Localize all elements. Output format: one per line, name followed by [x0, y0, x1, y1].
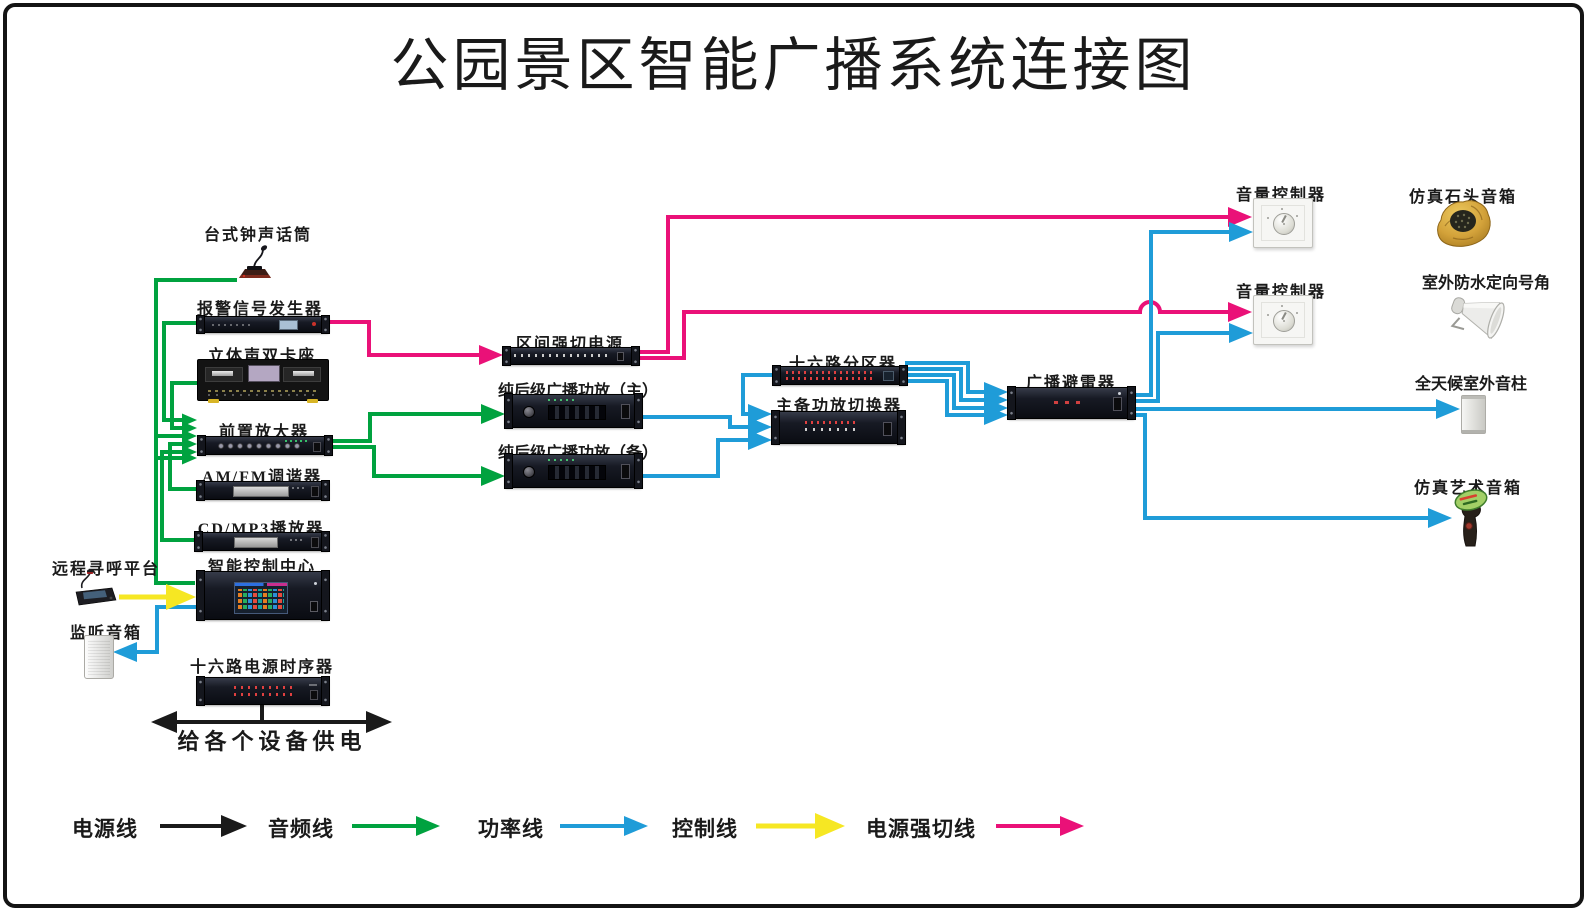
label-power-note: 给各个设备供电: [177, 729, 367, 754]
line-audio-preamp-to-ampmain: [330, 404, 505, 443]
volume-controller-2-device: [1253, 295, 1313, 345]
monitor-speaker-image: [84, 635, 114, 679]
power-sequencer-device: [196, 676, 330, 706]
label-alarm-generator: 报警信号发生器: [196, 301, 324, 318]
label-desk-mic: 台式钟声话筒: [203, 227, 313, 244]
legend-label-forcedcut: 电源强切线: [866, 817, 976, 841]
label-rock-speaker: 仿真石头音箱: [1408, 189, 1518, 206]
legend-label-control: 控制线: [672, 817, 738, 841]
line-speaker-splitter-to-switcher: [741, 373, 773, 424]
horn-speaker-image: [1448, 288, 1508, 340]
amp-switcher-device: [771, 410, 906, 445]
line-forcedcut-alarm-to-zonepower: [327, 320, 503, 365]
cd-player-device: [194, 531, 330, 552]
line-speaker-splitter-to-arrester-2: [905, 367, 1008, 410]
line-speaker-splitter-to-arrester-3: [905, 373, 1008, 418]
legend-label-power: 电源线: [72, 817, 138, 841]
label-power-sequencer: 十六路电源时序器: [189, 659, 335, 676]
legend-label-audio: 音频线: [268, 817, 334, 841]
cassette-deck-device: [197, 359, 329, 403]
column-speaker-image: [1461, 395, 1486, 434]
zone-splitter-device: [772, 365, 908, 386]
line-audio-bus-mic-controlcenter: [154, 278, 237, 585]
label-amp-switcher: 主备功放切换器: [775, 398, 903, 415]
label-horn-speaker: 室外防水定向号角: [1421, 275, 1551, 292]
alarm-generator-device: [196, 315, 330, 334]
line-speaker-splitter-to-arrester-4: [905, 379, 1008, 425]
line-audio-alarm-to-preamp: [162, 321, 197, 427]
line-audio-preamp-to-ampbackup: [330, 445, 505, 486]
desk-mic-image: [232, 242, 278, 286]
line-speaker-arrester-to-art: [1133, 413, 1452, 528]
lightning-arrester-device: [1007, 386, 1136, 420]
paging-console-image: [70, 568, 120, 608]
line-audio-cassette-to-preamp: [170, 381, 197, 435]
volume-controller-1-device: [1253, 198, 1313, 248]
line-speaker-cc-to-monitor: [113, 605, 197, 662]
legend-label-speaker: 功率线: [478, 817, 544, 841]
page-title: 公园景区智能广播系统连接图: [390, 33, 1197, 98]
zone-power-device: [502, 346, 640, 366]
line-audio-tuner-to-preamp: [168, 437, 197, 491]
line-speaker-splitter-to-arrester-1: [905, 361, 1008, 402]
label-art-speaker: 仿真艺术音箱: [1413, 480, 1523, 497]
label-paging-console: 远程寻呼平台: [51, 561, 161, 578]
preamplifier-device: [197, 435, 333, 456]
line-speaker-arrester-to-vc1: [1133, 222, 1253, 397]
control-center-device: [196, 570, 330, 621]
line-forcedcut-zonepower-to-vc2: [637, 300, 1252, 360]
line-speaker-ampbackup-to-switcher: [640, 430, 772, 478]
line-speaker-ampmain-to-switcher: [640, 415, 772, 437]
amp-backup-device: [504, 453, 643, 489]
line-audio-cd-to-preamp: [160, 445, 197, 542]
art-speaker-image: [1450, 488, 1492, 548]
amp-main-device: [504, 393, 643, 429]
label-column-speaker: 全天候室外音柱: [1414, 376, 1528, 393]
line-speaker-arrester-to-vc2: [1133, 323, 1253, 403]
tuner-device: [196, 480, 330, 501]
rock-speaker-image: [1433, 196, 1495, 248]
line-forcedcut-zonepower-to-vc1: [637, 207, 1252, 354]
